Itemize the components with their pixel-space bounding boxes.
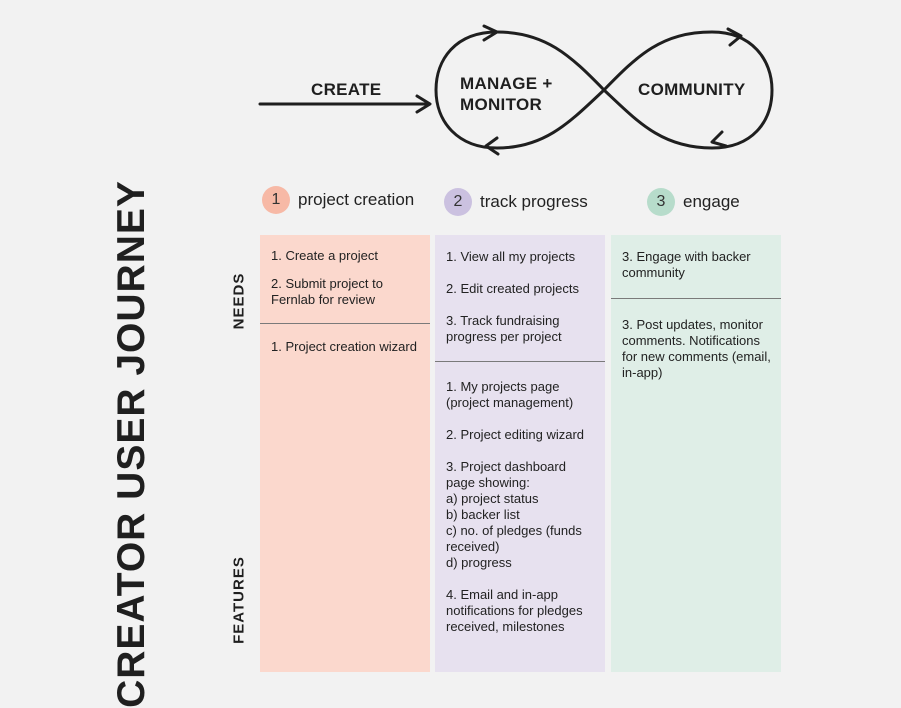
flow-manage-line2: MONITOR [460, 95, 543, 114]
needs-section: 1. View all my projects 2. Edit created … [446, 249, 597, 357]
stage-label: project creation [298, 190, 415, 209]
features-section: 1. My projects page (project management)… [446, 379, 597, 647]
feature-item: 1. My projects page (project management) [446, 379, 574, 410]
needs-section: 1. Create a project 2. Submit project to… [271, 248, 422, 320]
section-divider [435, 361, 605, 362]
infinity-loop [434, 30, 774, 150]
stage-label: engage [683, 192, 740, 211]
need-item: 1. View all my projects [446, 249, 576, 264]
section-divider [260, 323, 430, 324]
journey-flow-diagram [258, 24, 774, 156]
stage-number-badge: 1 [262, 186, 290, 214]
need-item: 3. Track fundraising progress per projec… [446, 313, 562, 344]
loop-arrow-bottom-left [484, 136, 500, 156]
feature-item: 3. Post updates, monitor comments. Notif… [622, 317, 771, 380]
journey-title: CREATOR USER JOURNEY [110, 180, 153, 708]
features-section: 1. Project creation wizard [271, 339, 422, 367]
column-engage: 3. Engage with backer community 3. Post … [611, 235, 781, 672]
loop-arrow-bottom-right [710, 130, 728, 148]
feature-item: 1. Project creation wizard [271, 339, 417, 354]
needs-row-label: NEEDS [230, 272, 248, 330]
need-item: 3. Engage with backer community [622, 249, 751, 280]
need-item: 1. Create a project [271, 248, 378, 263]
column-project-creation: 1. Create a project 2. Submit project to… [260, 235, 430, 672]
needs-section: 3. Engage with backer community [622, 249, 773, 293]
section-divider [611, 298, 781, 299]
feature-item: 3. Project dashboard page showing: a) pr… [446, 459, 582, 570]
flow-manage-label: MANAGE + MONITOR [460, 73, 553, 115]
features-row-label: FEATURES [230, 556, 248, 644]
loop-arrow-top-left [482, 24, 499, 42]
stage-header-progress: 2 track progress [444, 188, 588, 216]
need-item: 2. Submit project to Fernlab for review [271, 276, 383, 307]
flow-manage-line1: MANAGE + [460, 74, 553, 93]
column-track-progress: 1. View all my projects 2. Edit created … [435, 235, 605, 672]
flow-community-label: COMMUNITY [638, 80, 746, 99]
need-item: 2. Edit created projects [446, 281, 579, 296]
stage-label: track progress [480, 192, 588, 211]
feature-item: 2. Project editing wizard [446, 427, 585, 442]
stage-number-badge: 3 [647, 188, 675, 216]
feature-item: 4. Email and in-app notifications for pl… [446, 587, 583, 634]
stage-header-creation: 1 project creation [262, 186, 414, 214]
flow-create-label: CREATE [311, 80, 382, 99]
stage-number-badge: 2 [444, 188, 472, 216]
stage-header-engage: 3 engage [647, 188, 740, 216]
create-arrow-head [415, 94, 432, 114]
features-section: 3. Post updates, monitor comments. Notif… [622, 317, 773, 393]
loop-arrow-top-right [726, 27, 743, 47]
